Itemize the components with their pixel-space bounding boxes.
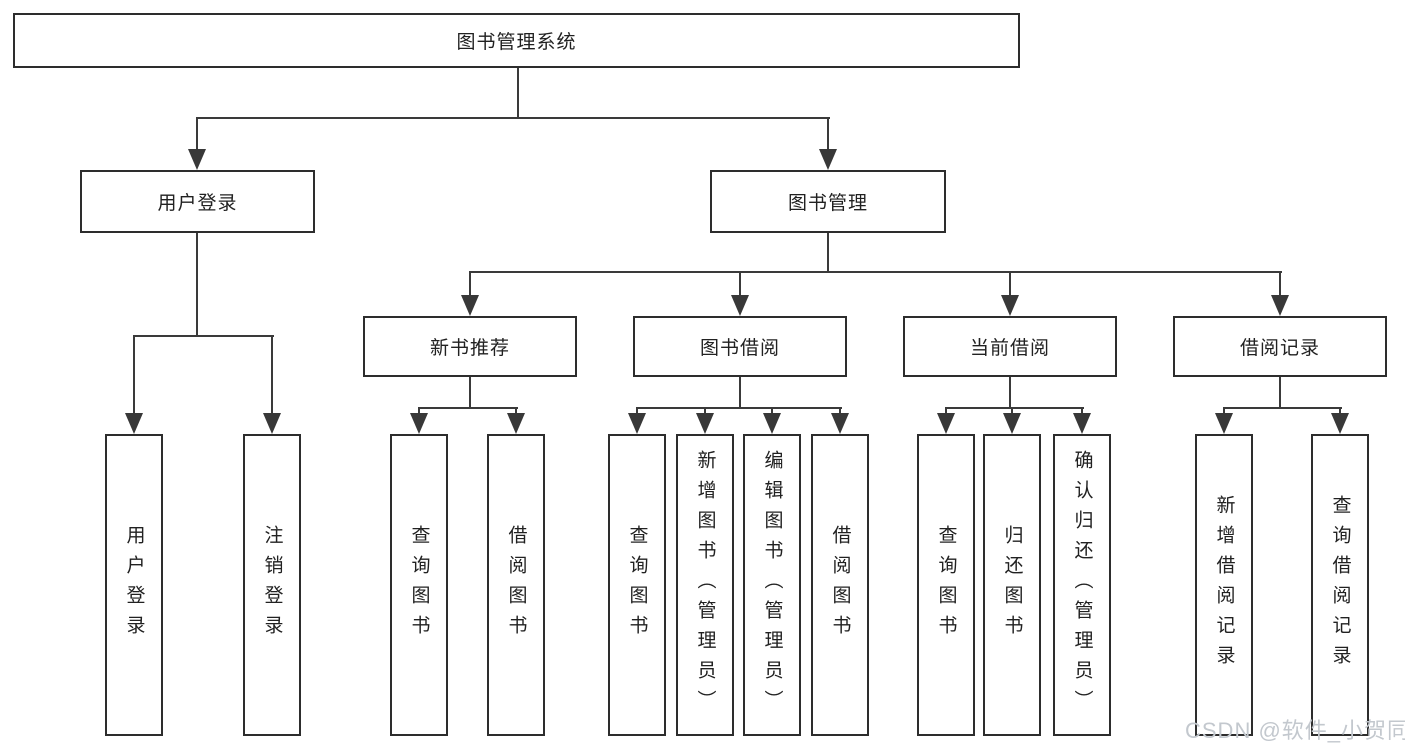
connector-arrowhead xyxy=(937,413,955,434)
watermark: CSDN @软件_小贺同学 xyxy=(1185,718,1405,743)
connector-arrowhead xyxy=(507,413,525,434)
connector-vline xyxy=(1009,272,1011,302)
connector-vline xyxy=(1279,376,1281,409)
connector-vline xyxy=(133,336,135,424)
node-label: 图书管理系统 xyxy=(456,32,577,53)
node-label: 借阅图书 xyxy=(505,525,527,645)
node-label: 归还图书 xyxy=(1001,525,1023,645)
node-label: 查询借阅记录 xyxy=(1329,495,1351,675)
connector-arrowhead xyxy=(831,413,849,434)
connector-arrowhead xyxy=(1271,295,1289,316)
connector-hline xyxy=(196,117,830,119)
node-label: 查询图书 xyxy=(935,525,957,645)
connector-vline xyxy=(196,233,198,337)
connector-arrowhead xyxy=(1003,413,1021,434)
connector-arrowhead xyxy=(125,413,143,434)
node-leaf-add-books-admin: 新增图书（管理员） xyxy=(676,434,734,736)
node-book-borrowing: 图书借阅 xyxy=(633,316,847,377)
node-library-management-system: 图书管理系统 xyxy=(13,13,1020,68)
node-leaf-borrow-books-borrow: 借阅图书 xyxy=(811,434,869,736)
connector-arrowhead xyxy=(1073,413,1091,434)
connector-arrowhead xyxy=(1001,295,1019,316)
node-label: 新增图书（管理员） xyxy=(694,450,716,720)
connector-vline xyxy=(827,233,829,273)
node-label: 编辑图书（管理员） xyxy=(761,450,783,720)
connector-vline xyxy=(1009,376,1011,409)
node-label: 用户登录 xyxy=(123,525,145,645)
node-borrowing-records: 借阅记录 xyxy=(1173,316,1387,377)
node-leaf-confirm-return-admin: 确认归还（管理员） xyxy=(1053,434,1111,736)
connector-arrowhead xyxy=(1215,413,1233,434)
node-label: 注销登录 xyxy=(261,525,283,645)
connector-arrowhead xyxy=(819,149,837,170)
connector-hline xyxy=(945,407,1084,409)
connector-hline xyxy=(636,407,842,409)
node-leaf-borrow-books-recommend: 借阅图书 xyxy=(487,434,545,736)
node-label: 图书借阅 xyxy=(699,338,780,359)
connector-vline xyxy=(469,376,471,409)
connector-hline xyxy=(1223,407,1342,409)
connector-hline xyxy=(418,407,518,409)
connector-arrowhead xyxy=(410,413,428,434)
connector-arrowhead xyxy=(188,149,206,170)
node-current-borrowing: 当前借阅 xyxy=(903,316,1117,377)
node-label: 借阅记录 xyxy=(1239,338,1320,359)
connector-arrowhead xyxy=(696,413,714,434)
connector-arrowhead xyxy=(628,413,646,434)
connector-vline xyxy=(1279,272,1281,302)
node-label: 当前借阅 xyxy=(969,338,1050,359)
node-leaf-query-borrow-record: 查询借阅记录 xyxy=(1311,434,1369,736)
connector-vline xyxy=(271,336,273,424)
node-leaf-query-books-borrow: 查询图书 xyxy=(608,434,666,736)
node-label: 用户登录 xyxy=(157,193,238,214)
node-new-book-recommendation: 新书推荐 xyxy=(363,316,577,377)
connector-arrowhead xyxy=(263,413,281,434)
connector-vline xyxy=(827,118,829,158)
node-label: 确认归还（管理员） xyxy=(1071,450,1093,720)
node-label: 新增借阅记录 xyxy=(1213,495,1235,675)
connector-arrowhead xyxy=(461,295,479,316)
node-label: 查询图书 xyxy=(626,525,648,645)
connector-vline xyxy=(469,272,471,302)
node-leaf-query-books-current: 查询图书 xyxy=(917,434,975,736)
connector-vline xyxy=(739,272,741,302)
node-label: 查询图书 xyxy=(408,525,430,645)
node-leaf-add-borrow-record: 新增借阅记录 xyxy=(1195,434,1253,736)
connector-hline xyxy=(469,271,1282,273)
connector-arrowhead xyxy=(1331,413,1349,434)
node-leaf-query-books-recommend: 查询图书 xyxy=(390,434,448,736)
connector-vline xyxy=(517,67,519,119)
connector-arrowhead xyxy=(763,413,781,434)
connector-vline xyxy=(196,118,198,158)
node-leaf-user-login: 用户登录 xyxy=(105,434,163,736)
node-leaf-logout: 注销登录 xyxy=(243,434,301,736)
connector-arrowhead xyxy=(731,295,749,316)
connector-hline xyxy=(133,335,274,337)
node-book-management: 图书管理 xyxy=(710,170,946,233)
node-leaf-edit-books-admin: 编辑图书（管理员） xyxy=(743,434,801,736)
connector-vline xyxy=(739,376,741,409)
node-label: 借阅图书 xyxy=(829,525,851,645)
node-leaf-return-books: 归还图书 xyxy=(983,434,1041,736)
node-label: 新书推荐 xyxy=(429,338,510,359)
node-label: 图书管理 xyxy=(787,193,868,214)
node-user-login: 用户登录 xyxy=(80,170,315,233)
